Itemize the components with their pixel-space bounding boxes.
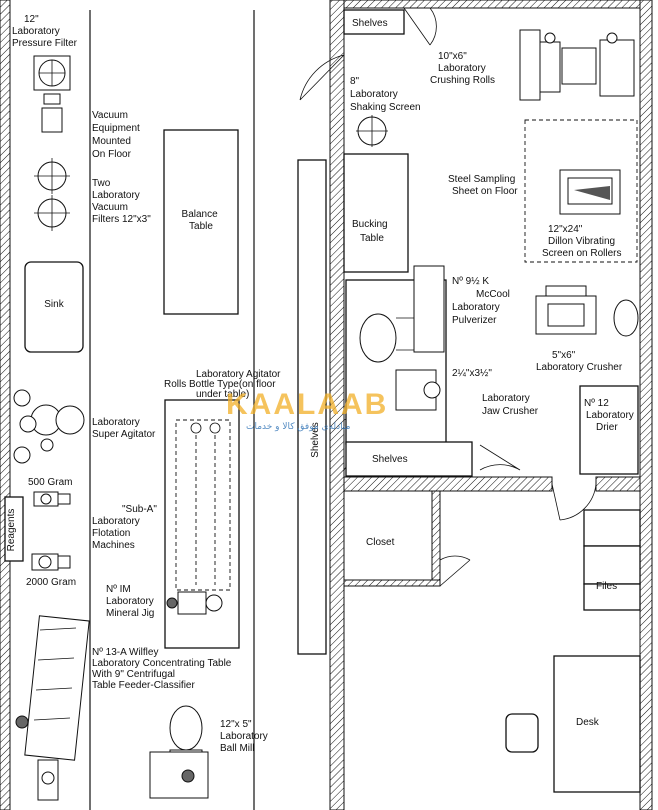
mineral-jig: [166, 591, 223, 615]
vacuum-filters: [34, 158, 70, 231]
laboratory-crusher: [535, 285, 639, 337]
reagents-label: Reagents: [6, 509, 17, 552]
ball-mill: [149, 705, 209, 799]
agitator-bottle-label: Laboratory Agitator Rolls Bottle Type(on…: [164, 369, 283, 400]
wilfley-table: [15, 615, 90, 801]
gram-2000-label: 2000 Gram: [26, 577, 76, 588]
pulverizer: [359, 265, 445, 363]
wilfley-label: Nº 13-A Wilfley Laboratory Concentrating…: [92, 647, 234, 691]
shaking-screen-label: 8" Laboratory Shaking Screen: [350, 76, 421, 113]
flotation-machine-2000: [31, 553, 71, 571]
desk-label: Desk: [576, 717, 600, 728]
crusher-label: 5"x6" Laboratory Crusher: [536, 350, 623, 373]
bucking-table: [343, 153, 409, 273]
reagents-shelf: [4, 496, 24, 562]
vacuum-filters-label: Two Laboratory Vacuum Filters 12"x3": [92, 178, 151, 225]
watermark-tagline: مبادله‌ی موفق کالا و خدمات: [246, 422, 351, 432]
balance-table-label: Balance Table: [182, 209, 221, 232]
desk: [553, 655, 641, 793]
gram-500-label: 500 Gram: [28, 477, 72, 488]
files-label: Files: [596, 581, 617, 592]
chair: [505, 713, 539, 753]
closet-label: Closet: [366, 537, 395, 548]
bucking-table-label: Bucking Table: [352, 219, 390, 244]
vacuum-equipment-label: Vacuum Equipment Mounted On Floor: [92, 110, 143, 160]
sink-label: Sink: [44, 299, 64, 310]
jaw-crusher: [395, 369, 441, 411]
crushing-rolls-label: 10"x6" Laboratory Crushing Rolls: [430, 51, 495, 86]
mineral-jig-label: Nº IM Laboratory Mineral Jig: [106, 584, 157, 619]
sampling-sheet-label: Steel Sampling Sheet on Floor: [448, 174, 518, 197]
drier-label: Nº 12 Laboratory Drier: [584, 398, 637, 433]
agitator-bottles: [190, 422, 221, 585]
shelves-bottom-label: Shelves: [372, 454, 408, 465]
steel-sampling-sheet: [524, 119, 638, 263]
shelves-bottom: [345, 441, 473, 477]
shelves-left: [297, 159, 327, 655]
vibrating-screen: [559, 169, 621, 215]
pressure-filter: [33, 55, 71, 133]
shelves-top: [343, 9, 405, 35]
ball-mill-label: 12"x 5" Laboratory Ball Mill: [220, 719, 271, 754]
balance-table: [163, 129, 239, 315]
shelves-left-label: Shelves: [310, 422, 321, 458]
flotation-label: "Sub-A" Laboratory Flotation Machines: [92, 504, 160, 551]
watermark-logo: KAALAAB: [226, 388, 388, 421]
jaw-crusher-label: 2¼"x3½" Laboratory Jaw Crusher: [452, 367, 539, 417]
crushing-rolls: [519, 29, 635, 101]
super-agitator-label: Laboratory Super Agitator: [92, 417, 156, 440]
pulverizer-label: Nº 9½ K McCool Laboratory Pulverizer: [452, 276, 513, 326]
pressure-filter-label: 12" Laboratory Pressure Filter: [12, 14, 78, 49]
flotation-machine-500: [33, 491, 71, 507]
shelves-top-label: Shelves: [352, 18, 388, 29]
vibrating-screen-label: 12"x24" Dillon Vibrating Screen on Rolle…: [542, 224, 621, 259]
super-agitator: [13, 389, 85, 464]
laboratory-drier: [579, 385, 639, 475]
files-cabinet: [583, 509, 641, 611]
sink: [24, 261, 84, 353]
